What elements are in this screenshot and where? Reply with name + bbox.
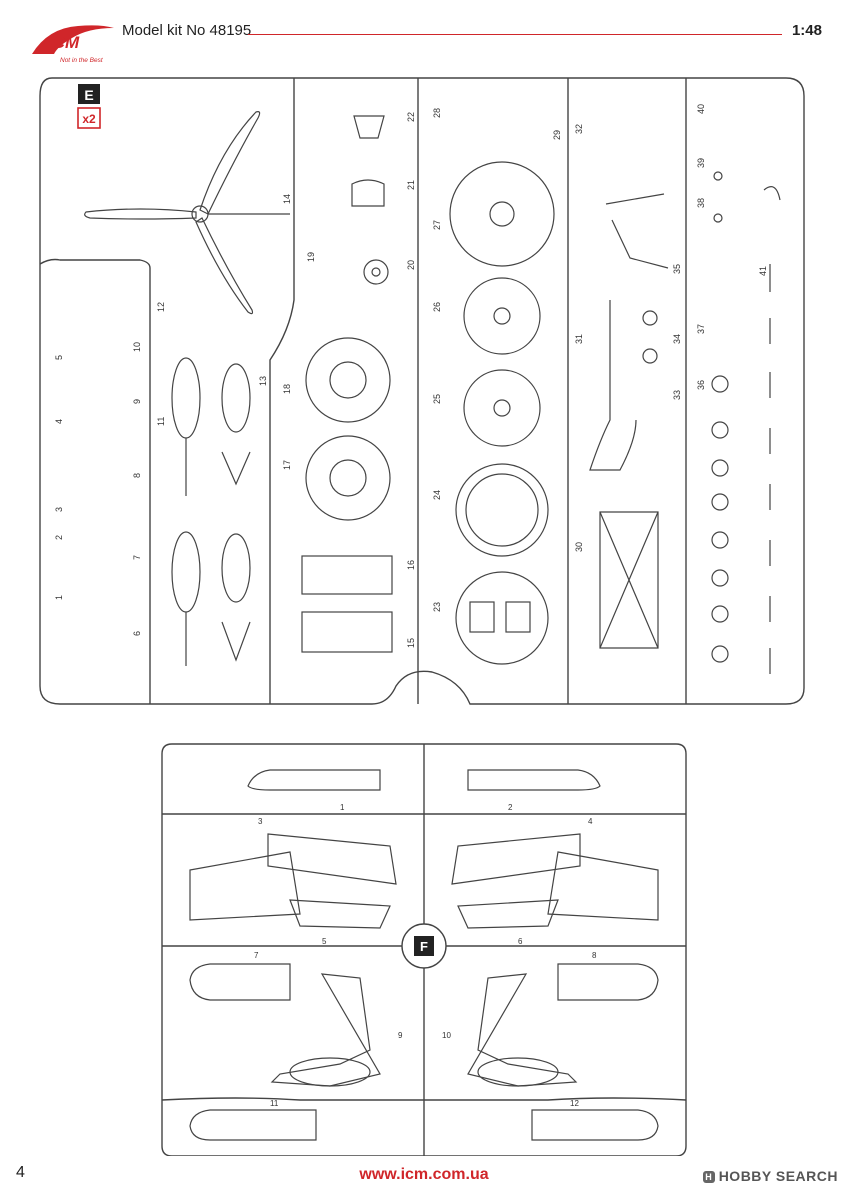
svg-text:27: 27	[432, 220, 442, 230]
svg-text:9: 9	[398, 1031, 403, 1040]
logo-text: ICM	[48, 33, 80, 52]
svg-text:4: 4	[54, 419, 64, 424]
svg-text:29: 29	[552, 130, 562, 140]
svg-text:33: 33	[672, 390, 682, 400]
svg-text:1: 1	[340, 803, 345, 812]
svg-text:3: 3	[54, 507, 64, 512]
svg-text:10: 10	[442, 1031, 451, 1040]
svg-text:24: 24	[432, 490, 442, 500]
svg-text:11: 11	[156, 417, 166, 426]
svg-text:32: 32	[574, 124, 584, 134]
svg-text:14: 14	[282, 194, 292, 204]
sprue-f-diagram: F 1 2 3 4 5 6 7 8 9 10 11 12	[161, 743, 687, 1156]
svg-text:2: 2	[508, 803, 513, 812]
svg-text:3: 3	[258, 817, 263, 826]
svg-text:16: 16	[406, 560, 416, 570]
svg-text:17: 17	[282, 460, 292, 470]
sprue-e-letter: E	[84, 87, 93, 103]
svg-text:36: 36	[696, 380, 706, 390]
svg-text:35: 35	[672, 264, 682, 274]
page-number: 4	[16, 1164, 25, 1181]
svg-text:12: 12	[156, 302, 166, 312]
svg-text:9: 9	[132, 399, 142, 404]
header-divider	[248, 34, 782, 35]
svg-text:25: 25	[432, 394, 442, 404]
svg-text:38: 38	[696, 198, 706, 208]
svg-text:7: 7	[254, 951, 259, 960]
svg-text:34: 34	[672, 334, 682, 344]
svg-text:22: 22	[406, 112, 416, 122]
svg-text:1: 1	[54, 595, 64, 600]
sprue-e-diagram: E x2	[39, 77, 805, 705]
svg-text:2: 2	[54, 535, 64, 540]
svg-text:12: 12	[570, 1099, 579, 1108]
svg-text:21: 21	[406, 180, 416, 190]
svg-text:4: 4	[588, 817, 593, 826]
svg-text:23: 23	[432, 602, 442, 612]
sprue-e-multiplier: x2	[82, 112, 96, 126]
svg-text:31: 31	[574, 334, 584, 344]
icm-logo: ICM Not in the Best	[32, 25, 114, 64]
watermark-icon: H	[702, 1171, 715, 1184]
svg-text:37: 37	[696, 324, 706, 334]
page-header: ICM Not in the Best Model kit No 48195 1…	[0, 0, 848, 64]
sprue-f-letter: F	[420, 939, 428, 954]
svg-text:10: 10	[132, 342, 142, 352]
svg-text:6: 6	[132, 631, 142, 636]
sprue-e-tag	[78, 84, 100, 104]
svg-text:8: 8	[592, 951, 597, 960]
svg-text:11: 11	[270, 1099, 279, 1108]
logo-slogan: Not in the Best	[60, 57, 104, 64]
svg-text:30: 30	[574, 542, 584, 552]
svg-text:6: 6	[518, 937, 523, 946]
website-link[interactable]: www.icm.com.ua	[359, 1166, 489, 1183]
svg-text:18: 18	[282, 384, 292, 394]
svg-text:8: 8	[132, 473, 142, 478]
svg-text:15: 15	[406, 638, 416, 648]
svg-text:40: 40	[696, 104, 706, 114]
svg-text:28: 28	[432, 108, 442, 118]
svg-text:39: 39	[696, 158, 706, 168]
svg-text:13: 13	[258, 376, 268, 386]
svg-text:7: 7	[132, 555, 142, 560]
kit-title: Model kit No 48195	[122, 22, 252, 39]
svg-text:20: 20	[406, 260, 416, 270]
svg-text:5: 5	[54, 355, 64, 360]
svg-text:26: 26	[432, 302, 442, 312]
svg-text:41: 41	[758, 266, 768, 276]
watermark-text: HOBBY SEARCH	[718, 1168, 838, 1184]
svg-text:5: 5	[322, 937, 327, 946]
kit-scale: 1:48	[791, 22, 822, 39]
svg-text:19: 19	[306, 252, 316, 262]
